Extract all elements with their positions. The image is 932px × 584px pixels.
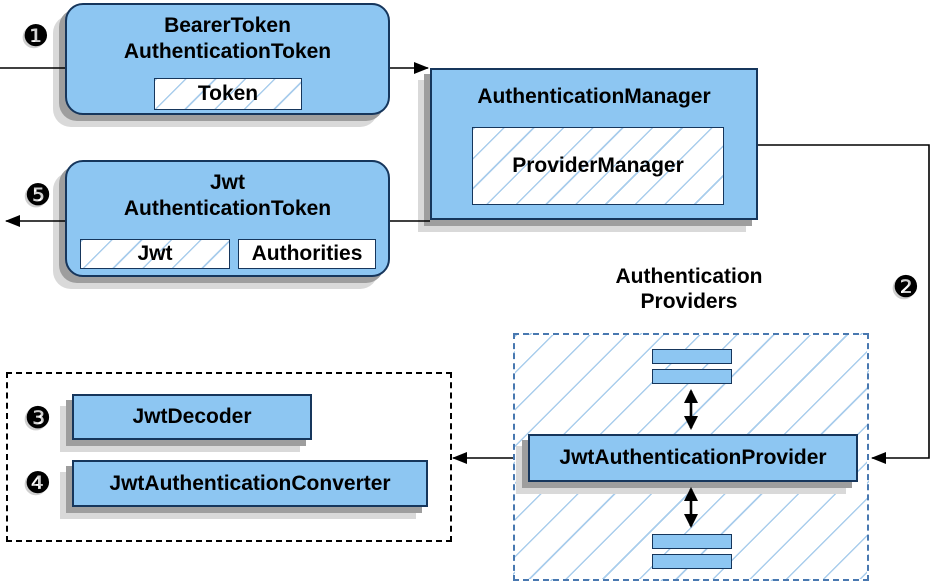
node-bearer-token-authentication-token: BearerToken AuthenticationToken Token <box>65 3 390 115</box>
provider-slot-top-2 <box>652 369 732 384</box>
provider-slot-top-1 <box>652 349 732 364</box>
node-jwt-authentication-provider: JwtAuthenticationProvider <box>528 434 858 482</box>
decoder-group-box <box>6 372 452 542</box>
jwt-member: Jwt <box>80 239 230 269</box>
step-5-badge: ❺ <box>24 178 52 213</box>
provider-slot-bottom-1 <box>652 534 732 549</box>
node-jwt-authentication-token: Jwt AuthenticationToken Jwt Authorities <box>65 160 390 277</box>
node-jwt-authentication-converter: JwtAuthenticationConverter <box>72 460 428 507</box>
step-3-badge: ❸ <box>24 401 52 436</box>
token-member: Token <box>154 78 302 110</box>
bearer-token-title: BearerToken AuthenticationToken <box>123 14 332 63</box>
authentication-manager-title: AuthenticationManager <box>477 85 711 108</box>
node-jwt-decoder: JwtDecoder <box>72 394 312 440</box>
step-4-badge: ❹ <box>24 466 52 501</box>
jwt-authentication-token-title: Jwt AuthenticationToken <box>123 171 332 220</box>
provider-manager-member: ProviderManager <box>472 127 724 205</box>
provider-slot-bottom-2 <box>652 554 732 569</box>
providers-group-label: Authentication Providers <box>615 265 763 313</box>
step-1-badge: ❶ <box>22 19 50 54</box>
authorities-member: Authorities <box>238 239 376 269</box>
step-2-badge: ❷ <box>892 270 920 305</box>
node-authentication-manager: AuthenticationManager ProviderManager <box>430 68 758 220</box>
